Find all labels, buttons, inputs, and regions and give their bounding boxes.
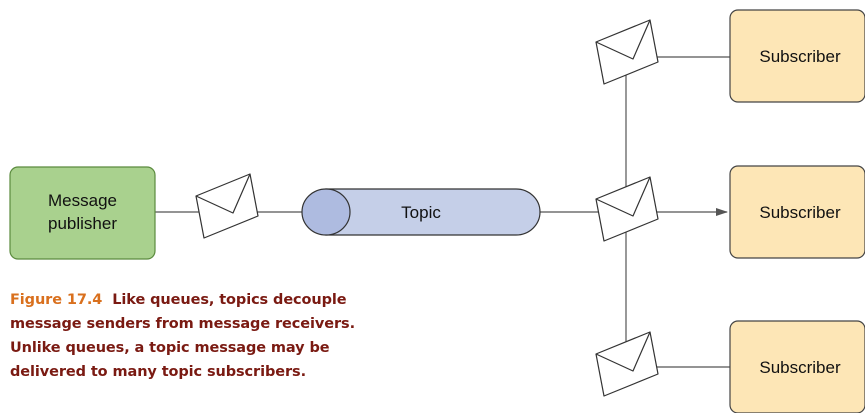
envelope-icon <box>595 331 659 397</box>
figure-caption-label: Figure 17.4 <box>10 292 103 308</box>
subscriber-node-middle: Subscriber <box>729 165 865 259</box>
publisher-label-line1: Message <box>48 191 117 210</box>
envelope-icon <box>595 176 659 242</box>
envelope-icon <box>595 19 659 85</box>
subscriber-node-top: Subscriber <box>729 9 865 103</box>
topic-label: Topic <box>401 203 441 222</box>
subscriber-label: Subscriber <box>759 203 841 222</box>
subscriber-label: Subscriber <box>759 358 841 377</box>
topic-cap <box>301 188 351 236</box>
publisher-label-line2: publisher <box>48 214 117 233</box>
envelope-icon <box>195 173 259 239</box>
subscriber-node-bottom: Subscriber <box>729 320 865 413</box>
subscriber-label: Subscriber <box>759 47 841 66</box>
figure-caption-text: Like queues, topics decouple message sen… <box>10 292 355 380</box>
message-publisher-node: Message publisher <box>9 166 156 260</box>
topic-node: Topic <box>301 188 541 236</box>
